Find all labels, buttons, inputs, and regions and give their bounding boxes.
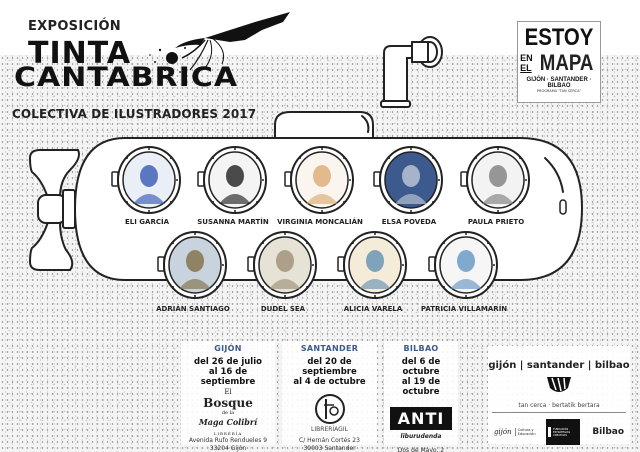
artist-name: ALICIA VARELA bbox=[343, 305, 403, 313]
artist-name: VIRGINIA MONCALIÁN bbox=[277, 218, 363, 226]
porthole bbox=[373, 144, 445, 216]
subtitle: COLECTIVA DE ILUSTRADORES 2017 bbox=[12, 107, 257, 121]
logo-text: FUNDACIÓN ESTRATEGIAS CREATIVAS bbox=[553, 427, 571, 437]
logo-text: Cultura y Educación bbox=[514, 428, 536, 436]
porthole-frame-icon bbox=[247, 231, 317, 299]
venue-dates-start: del 6 de octubre bbox=[401, 357, 441, 377]
venue-postcode: 39003 Santander bbox=[303, 445, 356, 452]
logo-text: de la bbox=[221, 410, 235, 416]
venue-address: Dos de Mayo, 2 bbox=[397, 447, 445, 452]
bosque-maga-colibri-logo: El Bosque de la Maga Colibrí LIBRERÍA bbox=[181, 388, 275, 436]
artist-name: PAULA PRIETO bbox=[467, 218, 525, 226]
venue-city: BILBAO bbox=[403, 344, 439, 353]
exposicion-label: EXPOSICIÓN bbox=[28, 19, 121, 34]
artist-name: ADRIÁN SANTIAGO bbox=[156, 305, 230, 313]
porthole-frame-icon bbox=[157, 231, 227, 299]
porthole-frame-icon bbox=[337, 231, 407, 299]
logo-text: LIBRERÍAGIL bbox=[311, 426, 348, 433]
logo-text: El bbox=[224, 388, 232, 396]
porthole bbox=[111, 144, 183, 216]
yarn-ball-icon bbox=[547, 377, 571, 392]
venue-city: GIJÓN bbox=[214, 344, 242, 353]
logo-text: Maga Colibrí bbox=[198, 417, 258, 427]
title-cantabrica: CANTABRICA bbox=[14, 61, 239, 94]
venue-city: SANTANDER bbox=[300, 344, 359, 353]
venue-dates-start: del 20 de septiembre bbox=[302, 357, 357, 377]
title-tinta: TINTA bbox=[28, 36, 132, 71]
porthole bbox=[284, 144, 356, 216]
fundacion-logo: FUNDACIÓN ESTRATEGIAS CREATIVAS bbox=[546, 419, 581, 445]
venue-address: Avenida Rufo Rendueles 9 bbox=[188, 437, 268, 444]
partners-box: gijón | santander | bilbao tan cerca · b… bbox=[488, 346, 630, 445]
anti-liburudenda-logo: ANTI liburudenda bbox=[384, 403, 458, 443]
artist-name: ELI GARCÍA bbox=[125, 218, 169, 226]
porthole-frame-icon bbox=[284, 146, 354, 214]
porthole-frame-icon bbox=[197, 146, 267, 214]
divider bbox=[492, 412, 626, 413]
badge-en: EN bbox=[520, 53, 533, 63]
badge-estoy: ESTOY bbox=[524, 24, 594, 51]
venue-dates-start: del 26 de julio bbox=[194, 357, 262, 367]
porthole bbox=[428, 229, 500, 301]
partners-cities: gijón | santander | bilbao bbox=[488, 360, 630, 371]
libreria-gil-icon bbox=[314, 394, 345, 424]
gijon-cultura-logo: gijón Cultura y Educación bbox=[493, 428, 536, 436]
venue-dates-end: al 19 de octubre bbox=[401, 377, 441, 397]
logo-text: gijón bbox=[493, 428, 512, 436]
artist-name: PATRICIA VILLAMARÍN bbox=[420, 305, 508, 313]
badge-programa: PROGRAMA "TAN CERCA" bbox=[536, 89, 582, 93]
artist-name: SUSANNA MARTÍN bbox=[197, 218, 269, 226]
venue-postcode: 33204 Gijón bbox=[209, 445, 247, 452]
venue-dates-end: al 16 de septiembre bbox=[200, 367, 256, 387]
porthole bbox=[157, 229, 229, 301]
artist-name: DUDEL SEA bbox=[260, 305, 306, 313]
venue-dates-end: al 4 de octubre bbox=[293, 377, 366, 387]
squid-icon bbox=[149, 12, 290, 73]
logo-text: Bosque bbox=[203, 396, 253, 410]
porthole bbox=[460, 144, 532, 216]
artist-name: ELSA POVEDA bbox=[381, 218, 437, 226]
porthole bbox=[337, 229, 409, 301]
logo-text: LIBRERÍA bbox=[213, 431, 243, 436]
porthole-frame-icon bbox=[111, 146, 181, 214]
badge-mapa: MAPA bbox=[539, 50, 594, 75]
badge-el: EL bbox=[520, 63, 532, 73]
logo-text: ANTI bbox=[389, 406, 453, 430]
porthole bbox=[247, 229, 319, 301]
porthole-frame-icon bbox=[428, 231, 498, 299]
venue-address: C/ Hernán Cortés 23 bbox=[299, 437, 360, 444]
logo-sub: liburudenda bbox=[400, 432, 442, 440]
porthole-frame-icon bbox=[373, 146, 443, 214]
porthole bbox=[197, 144, 269, 216]
badge-cities: GIJÓN · SANTANDER · BILBAO bbox=[526, 77, 592, 89]
bilbao-logo: Bilbao bbox=[592, 427, 625, 437]
partners-tagline: tan cerca · bertatik bertara bbox=[518, 402, 600, 409]
porthole-frame-icon bbox=[460, 146, 530, 214]
libreria-gil-logo: LIBRERÍAGIL bbox=[282, 393, 377, 433]
